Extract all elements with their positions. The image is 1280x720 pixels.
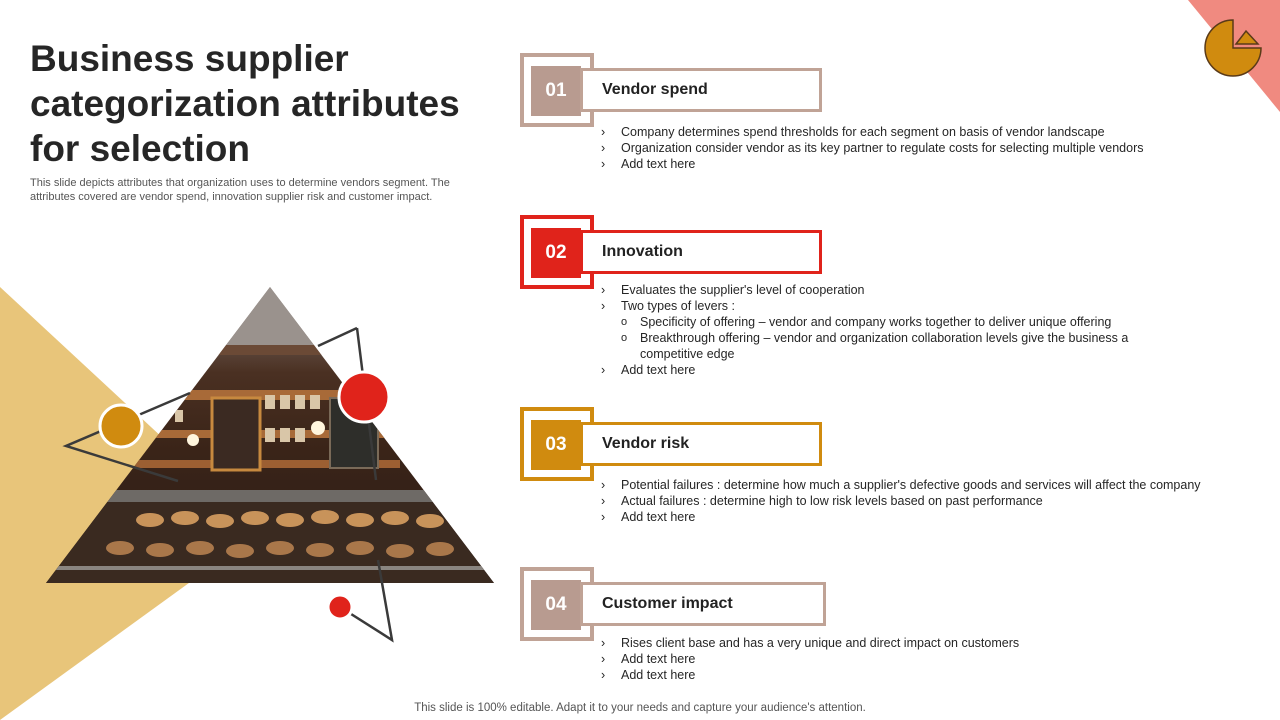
bullet-list: Company determines spend thresholds for … — [600, 124, 1144, 172]
bullet-item: Add text here — [600, 651, 1019, 667]
bullet-item: Evaluates the supplier's level of cooper… — [600, 282, 1158, 298]
bullet-list: Potential failures : determine how much … — [600, 477, 1201, 525]
item-number: 01 — [531, 66, 581, 116]
sub-bullet-item: Specificity of offering – vendor and com… — [600, 314, 1158, 330]
bullet-item: Rises client base and has a very unique … — [600, 635, 1019, 651]
red-dot-small — [326, 593, 354, 621]
item-number: 04 — [531, 580, 581, 630]
bullet-list: Evaluates the supplier's level of cooper… — [600, 282, 1158, 378]
footer-note: This slide is 100% editable. Adapt it to… — [414, 702, 866, 714]
item-number: 03 — [531, 420, 581, 470]
bullet-item: Add text here — [600, 156, 1144, 172]
bullet-list: Rises client base and has a very unique … — [600, 635, 1019, 683]
connector-lines — [62, 326, 394, 643]
bullet-item: Company determines spend thresholds for … — [600, 124, 1144, 140]
bullet-item: Add text here — [600, 509, 1201, 525]
bullet-item: Add text here — [600, 667, 1019, 683]
bullet-item: Potential failures : determine how much … — [600, 477, 1201, 493]
gold-dot — [98, 403, 144, 449]
bullet-item: Two types of levers : — [600, 298, 1158, 314]
item-label: Customer impact — [580, 582, 826, 626]
page-title: Business supplier categorization attribu… — [30, 38, 460, 169]
sub-bullet-item: Breakthrough offering – vendor and organ… — [600, 330, 1158, 362]
bullet-item: Add text here — [600, 362, 1158, 378]
page-subtitle: This slide depicts attributes that organ… — [30, 177, 450, 203]
item-label: Vendor spend — [580, 68, 822, 112]
item-number: 02 — [531, 228, 581, 278]
item-label: Innovation — [580, 230, 822, 274]
item-label: Vendor risk — [580, 422, 822, 466]
bullet-item: Actual failures : determine high to low … — [600, 493, 1201, 509]
pie-chart-icon — [1204, 19, 1262, 77]
red-dot-large — [337, 370, 391, 424]
bullet-item: Organization consider vendor as its key … — [600, 140, 1144, 156]
